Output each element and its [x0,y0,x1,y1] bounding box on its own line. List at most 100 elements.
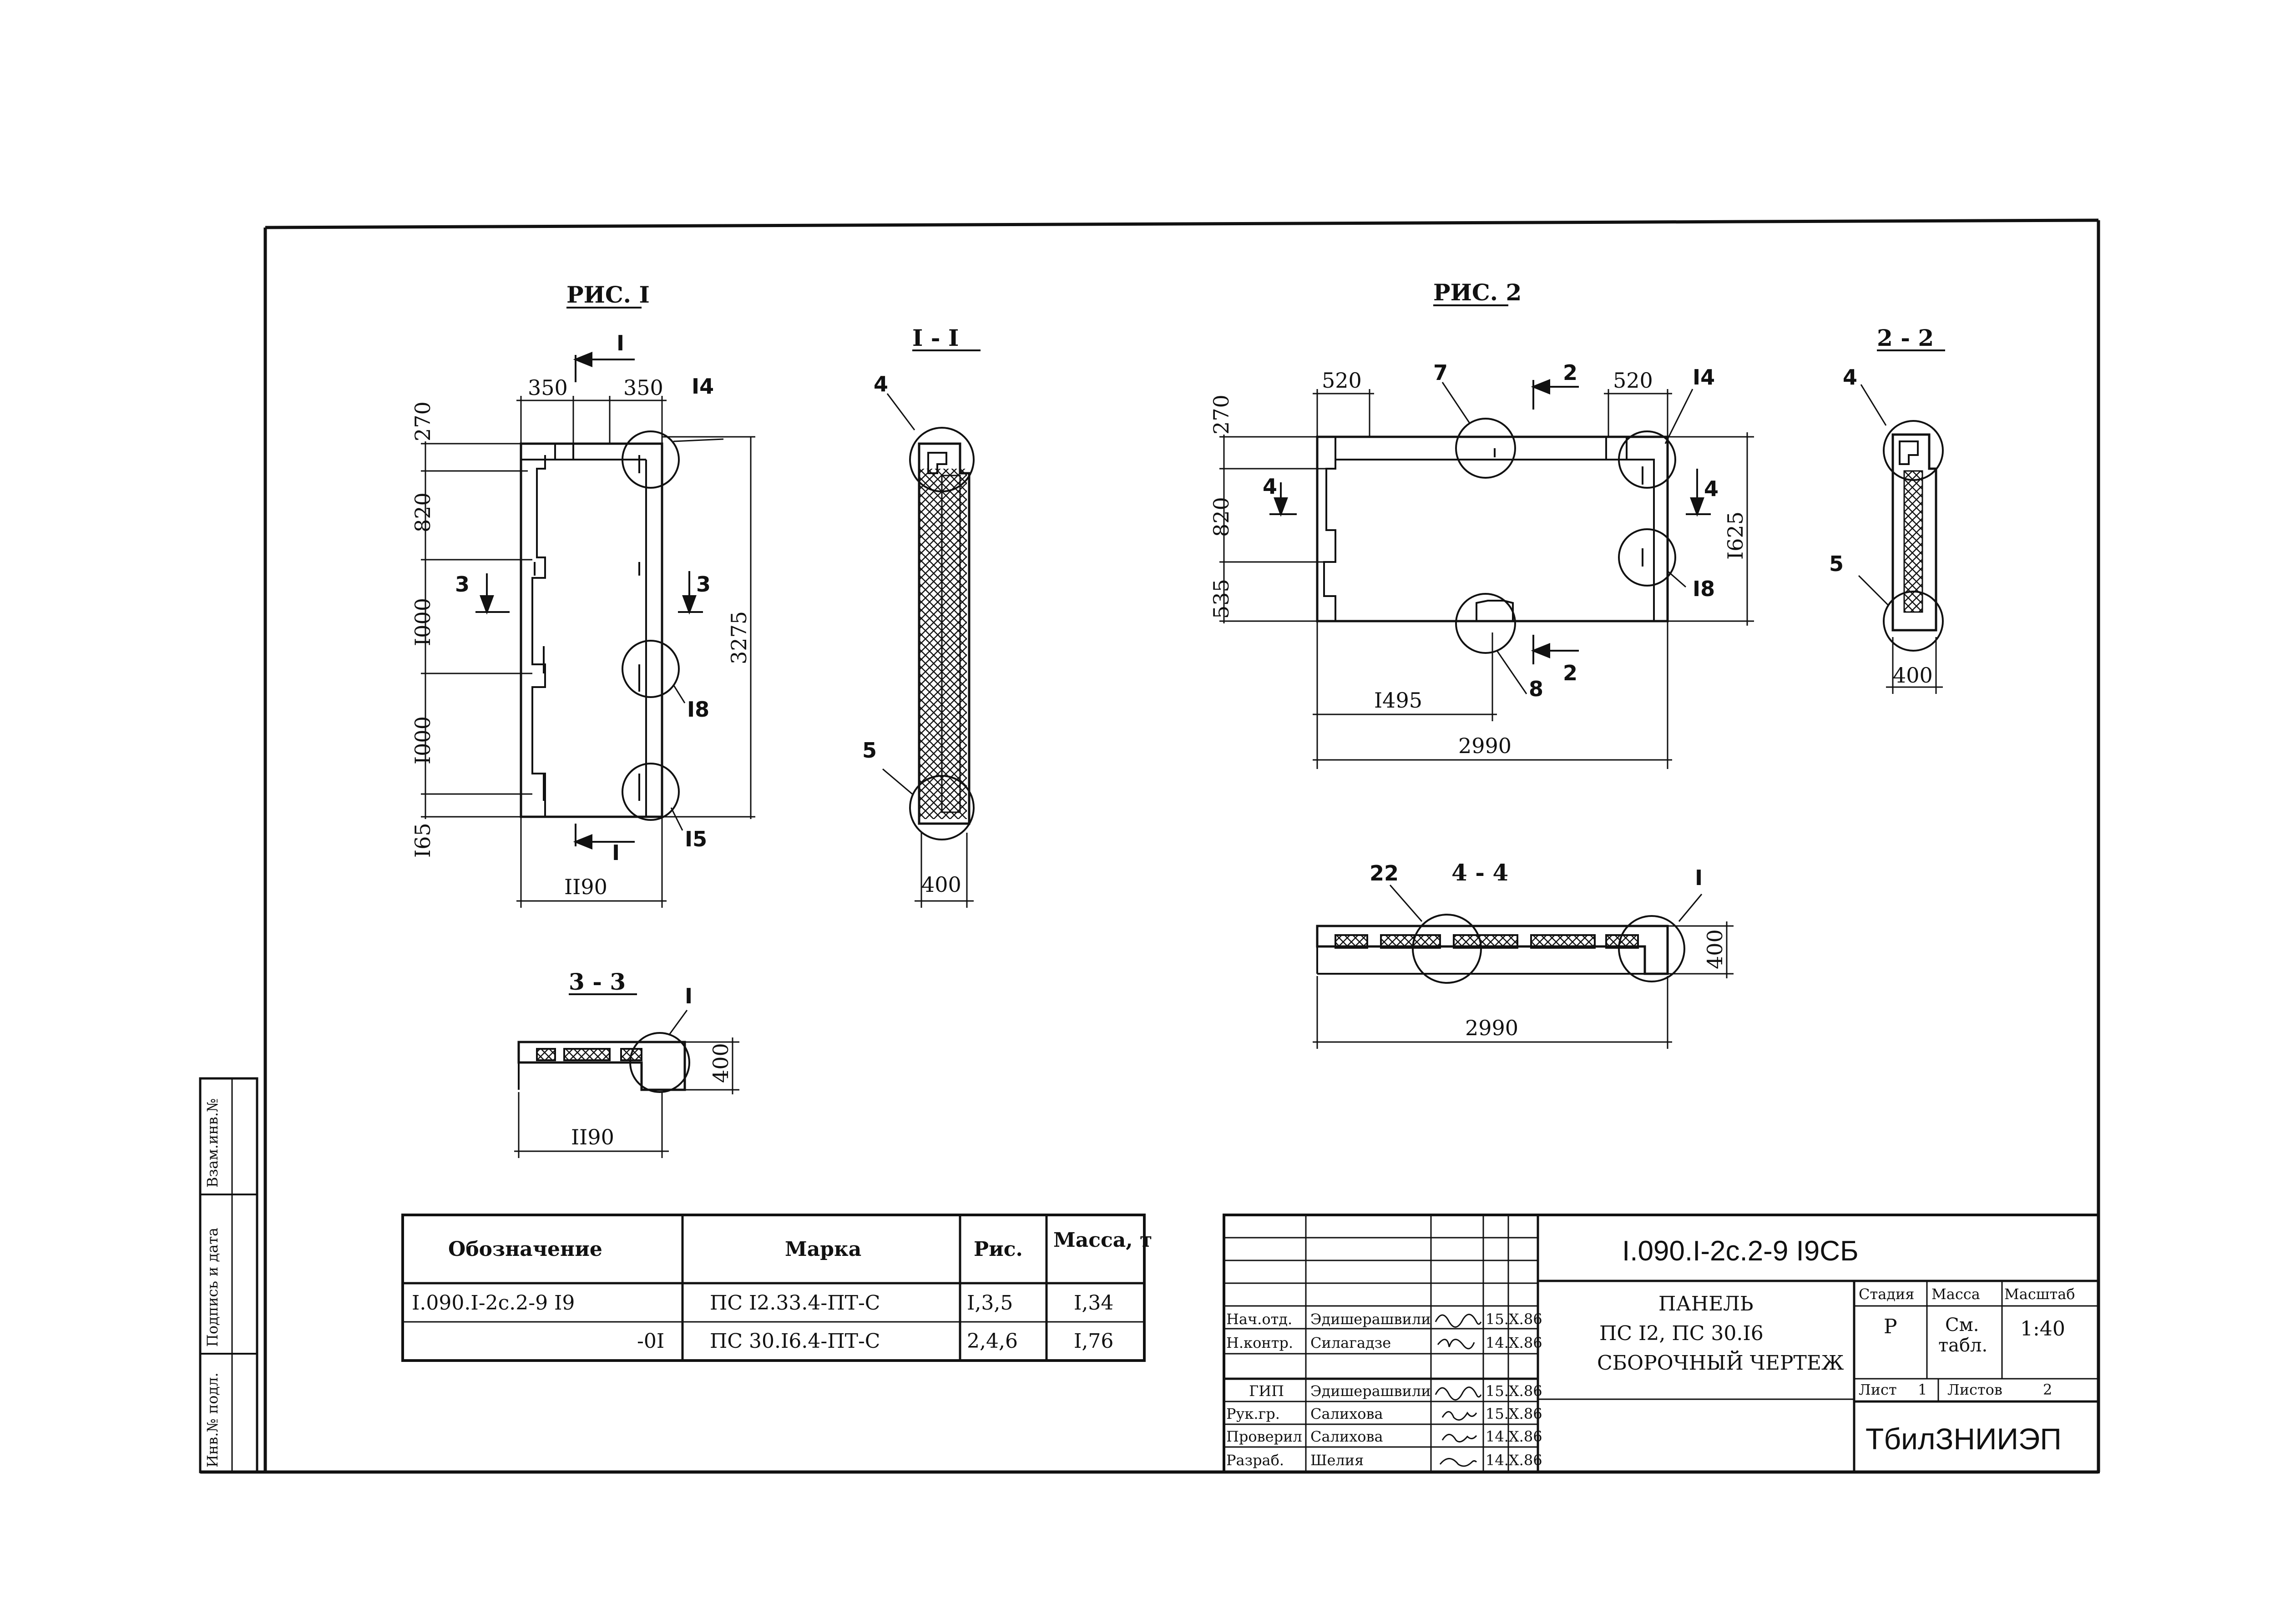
spec-header-mark: Марка [785,1238,861,1261]
staff-role-4: Рук.гр. [1226,1405,1280,1422]
section-4-4-title: 4 - 4 [1451,859,1508,886]
fig2-dim-1495: I495 [1374,688,1422,713]
title-name-line2: ПС I2, ПС 30.I6 [1599,1322,1764,1345]
fig2-node-8: 8 [1529,677,1543,701]
section-2-2-view [1858,384,1944,694]
side-stamp-inv: Инв.№ подл. [204,1372,221,1467]
spec-row2-fig: 2,4,6 [967,1330,1018,1353]
title-stage-header: Стадия [1859,1285,1914,1303]
staff-name-5: Салихова [1310,1428,1383,1445]
spec-row1-fig: I,3,5 [967,1291,1013,1315]
fig1-dim-820: 820 [410,492,435,532]
sec33-node-1: I [685,984,693,1008]
fig2-cut-2-top: 2 [1563,360,1577,385]
fig2-dim-1625: I625 [1723,511,1748,560]
fig1-dim-350-right: 350 [623,375,663,400]
title-sheets-label: Листов [1947,1381,2002,1398]
title-scale-header: Масштаб [2004,1285,2075,1303]
fig1-section-mark-top: I [617,331,624,355]
staff-role-5: Проверил [1226,1428,1302,1445]
spec-row2-mark: ПС 30.I6.4-ПТ-С [710,1330,880,1353]
sec22-node-4: 4 [1843,365,1857,390]
fig2-node-7: 7 [1433,360,1448,385]
side-stamp-replace: Взам.инв.№ [204,1098,221,1188]
fig2-title: РИС. 2 [1433,279,1522,306]
sec44-dim-2990: 2990 [1465,1016,1518,1040]
fig1-section-mark-bottom: I [612,840,620,865]
title-name-line3: СБОРОЧНЫЙ ЧЕРТЕЖ [1597,1350,1844,1375]
staff-role-6: Разраб. [1226,1452,1284,1469]
sec11-dim-400: 400 [921,872,961,897]
title-sheet-value: 1 [1918,1381,1927,1398]
fig2-cut-4-right: 4 [1704,476,1719,501]
staff-date-3: 15.Х.86 [1486,1382,1542,1400]
section-3-3-view [514,1010,739,1158]
fig1-dim-1000a: I000 [410,598,435,646]
side-stamp [199,1077,258,1473]
staff-name-2: Силагадзе [1310,1334,1391,1351]
staff-name-6: Шелия [1310,1452,1364,1469]
staff-date-4: 15.Х.86 [1486,1405,1542,1422]
section-4-4-view [1313,885,1734,1049]
fig1-dim-350-left: 350 [528,375,568,400]
sec33-dim-400: 400 [708,1043,733,1083]
sec44-node-1: I [1695,865,1703,890]
title-scale-value: 1:40 [2020,1317,2065,1341]
fig2-dim-520-right: 520 [1613,368,1653,393]
title-mass-header: Масса [1931,1285,1980,1303]
title-block-grid [1223,1214,2100,1473]
sec22-node-5: 5 [1829,551,1844,576]
staff-name-4: Салихова [1310,1405,1383,1422]
title-code: I.090.I-2c.2-9 I9СБ [1622,1235,1859,1267]
spec-row2-mass: I,76 [1074,1330,1113,1353]
spec-header-designation: Обозначение [448,1238,602,1261]
fig1-node-18: I8 [687,697,709,722]
title-mass-value-1: См. [1945,1315,1979,1336]
fig2-dim-820: 820 [1209,497,1234,537]
fig2-node-14: I4 [1693,365,1715,390]
fig2-dim-535: 535 [1209,579,1234,619]
section-3-3-title: 3 - 3 [569,968,626,995]
fig1-node-14: I4 [692,374,714,399]
fig2-node-18: I8 [1693,577,1715,601]
sec11-node-5: 5 [862,738,877,763]
fig1-cut-3-right: 3 [696,572,711,597]
staff-role-2: Н.контр. [1226,1334,1293,1351]
title-organization: ТбилЗНИИЭП [1866,1422,2062,1456]
fig1-dim-3275: 3275 [727,611,751,664]
title-stage-value: Р [1884,1315,1897,1338]
fig1-dim-270: 270 [410,401,435,441]
fig2-dim-2990: 2990 [1458,734,1512,758]
sec22-dim-400: 400 [1893,663,1933,688]
spec-row1-mark: ПС I2.33.4-ПТ-С [710,1291,880,1315]
fig1-title: РИС. I [566,281,650,308]
fig1-cut-3-left: 3 [455,572,470,597]
section-2-2-title: 2 - 2 [1877,324,1934,351]
staff-name-3: Эдишерашвили [1310,1382,1431,1400]
spec-table-grid [401,1214,1146,1362]
fig1-dim-1000b: I000 [410,716,435,764]
staff-date-1: 15.Х.86 [1486,1310,1542,1328]
staff-date-5: 14.Х.86 [1486,1428,1542,1445]
fig2-panel-view [1219,379,1754,769]
fig1-node-15: I5 [685,827,707,851]
fig1-dim-165: I65 [410,823,435,858]
sec11-node-4: 4 [874,372,888,396]
fig2-dim-520-left: 520 [1322,368,1362,393]
section-1-1-view [882,393,975,908]
fig2-cut-4-left: 4 [1263,474,1277,499]
staff-role-1: Нач.отд. [1226,1310,1292,1328]
title-sheet-label: Лист [1859,1381,1897,1398]
fig1-panel-view [421,352,755,908]
spec-header-fig: Рис. [974,1238,1023,1261]
spec-header-mass: Масса, т [1053,1229,1152,1252]
staff-role-3: ГИП [1249,1382,1284,1400]
title-mass-value-2: табл. [1938,1335,1987,1356]
staff-name-1: Эдишерашвили [1310,1310,1431,1328]
sec33-dim-1190: II90 [571,1125,614,1149]
fig2-dim-270: 270 [1209,395,1234,435]
spec-row2-designation: -0I [637,1330,664,1353]
handwritten-signatures [1435,1314,1482,1467]
staff-date-2: 14.Х.86 [1486,1334,1542,1351]
